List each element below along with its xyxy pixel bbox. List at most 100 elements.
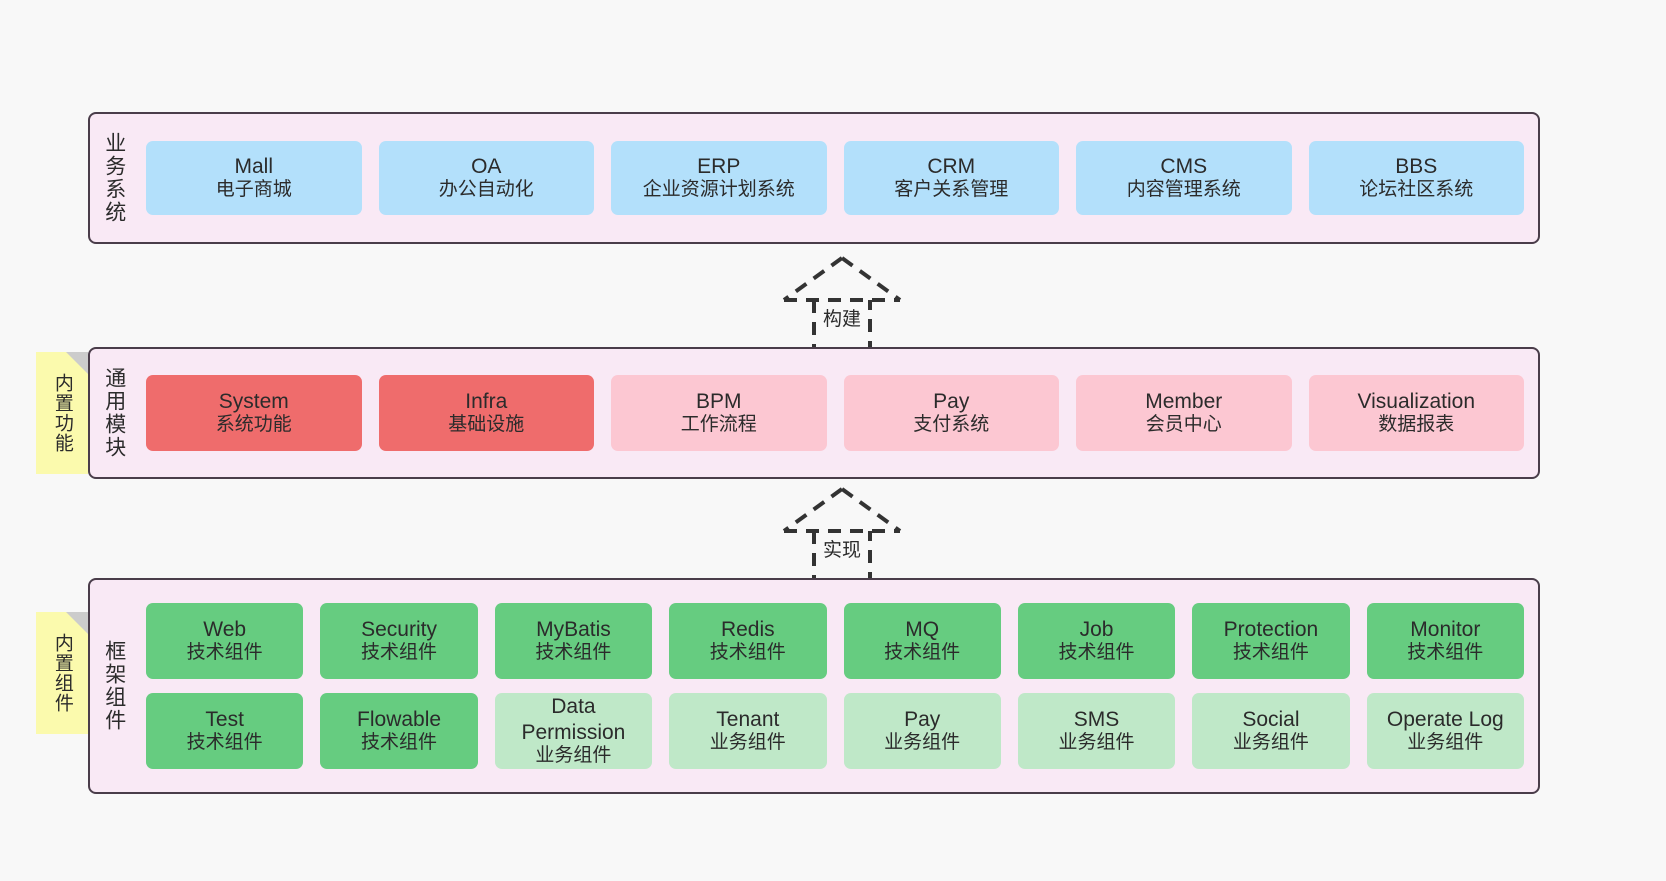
card-title: BBS xyxy=(1395,155,1438,178)
card-subtitle: 技术组件 xyxy=(186,642,263,664)
card-subtitle: 业务组件 xyxy=(709,732,786,754)
card-tenant[interactable]: Tenant 业务组件 xyxy=(669,693,827,769)
card-title: CMS xyxy=(1160,155,1208,178)
card-bbs[interactable]: BBS 论坛社区系统 xyxy=(1308,141,1524,215)
card-title: Web xyxy=(203,618,247,641)
card-monitor[interactable]: Monitor 技术组件 xyxy=(1366,603,1524,679)
card-erp[interactable]: ERP 企业资源计划系统 xyxy=(611,141,827,215)
card-title: Visualization xyxy=(1357,390,1476,413)
card-title: Member xyxy=(1145,390,1223,413)
section-business-systems: 业务系统 Mall 电子商城 OA 办公自动化 ERP 企业资源计划系统 CRM… xyxy=(88,112,1540,244)
card-grid-framework-components: Web 技术组件 Security 技术组件 MyBatis 技术组件 Redi… xyxy=(138,580,1538,792)
card-title: Protection xyxy=(1223,618,1319,641)
card-subtitle: 技术组件 xyxy=(361,732,438,754)
card-subtitle: 技术组件 xyxy=(1232,642,1309,664)
card-subtitle: 技术组件 xyxy=(1407,642,1484,664)
card-subtitle: 业务组件 xyxy=(1058,732,1135,754)
card-mybatis[interactable]: MyBatis 技术组件 xyxy=(494,603,653,679)
fold-corner-icon xyxy=(66,352,88,374)
card-title: Pay xyxy=(933,390,970,413)
card-infra[interactable]: Infra 基础设施 xyxy=(378,375,594,451)
card-subtitle: 基础设施 xyxy=(448,414,525,436)
card-bpm[interactable]: BPM 工作流程 xyxy=(611,375,827,451)
card-crm[interactable]: CRM 客户关系管理 xyxy=(843,141,1059,215)
card-title: Operate Log xyxy=(1386,708,1504,731)
card-title: Mall xyxy=(234,155,273,178)
card-title: SMS xyxy=(1073,708,1120,731)
card-row: Test 技术组件 Flowable 技术组件 Data Permission … xyxy=(146,693,1524,769)
card-security[interactable]: Security 技术组件 xyxy=(320,603,478,679)
card-pay-module[interactable]: Pay 支付系统 xyxy=(843,375,1059,451)
card-subtitle: 技术组件 xyxy=(361,642,438,664)
card-title: OA xyxy=(471,155,502,178)
card-subtitle: 技术组件 xyxy=(709,642,786,664)
card-subtitle: 论坛社区系统 xyxy=(1359,179,1474,201)
connector-implement: 实现 xyxy=(757,483,957,593)
card-title: System xyxy=(218,390,289,413)
card-title: Monitor xyxy=(1410,618,1481,641)
card-subtitle: 业务组件 xyxy=(884,732,961,754)
card-subtitle: 客户关系管理 xyxy=(894,179,1009,201)
card-web[interactable]: Web 技术组件 xyxy=(146,603,304,679)
card-flowable[interactable]: Flowable 技术组件 xyxy=(320,693,478,769)
card-mall[interactable]: Mall 电子商城 xyxy=(146,141,362,215)
sticky-note-label: 内置组件 xyxy=(51,633,73,713)
card-title: Test xyxy=(205,708,244,731)
sticky-note-builtin-features: 内置功能 xyxy=(36,352,88,474)
card-title: BPM xyxy=(695,390,742,413)
connector-build: 构建 xyxy=(742,252,942,362)
card-subtitle: 内容管理系统 xyxy=(1126,179,1241,201)
card-subtitle: 数据报表 xyxy=(1378,414,1455,436)
card-mq[interactable]: MQ 技术组件 xyxy=(843,603,1001,679)
card-subtitle: 会员中心 xyxy=(1145,414,1222,436)
card-subtitle: 系统功能 xyxy=(215,414,292,436)
card-title: ERP xyxy=(697,155,741,178)
card-subtitle: 办公自动化 xyxy=(438,179,534,201)
card-title: MyBatis xyxy=(536,618,611,641)
card-oa[interactable]: OA 办公自动化 xyxy=(378,141,594,215)
section-framework-components: 框架组件 Web 技术组件 Security 技术组件 MyBatis 技术组件… xyxy=(88,578,1540,794)
card-sms[interactable]: SMS 业务组件 xyxy=(1017,693,1176,769)
card-subtitle: 业务组件 xyxy=(1232,732,1309,754)
card-data-permission[interactable]: Data Permission 业务组件 xyxy=(494,693,653,769)
card-test[interactable]: Test 技术组件 xyxy=(146,693,304,769)
card-visualization[interactable]: Visualization 数据报表 xyxy=(1308,375,1524,451)
card-job[interactable]: Job 技术组件 xyxy=(1017,603,1176,679)
sticky-note-label: 内置功能 xyxy=(51,373,73,453)
card-protection[interactable]: Protection 技术组件 xyxy=(1192,603,1350,679)
card-grid-common-modules: System 系统功能 Infra 基础设施 BPM 工作流程 Pay 支付系统… xyxy=(138,349,1538,477)
card-row: Web 技术组件 Security 技术组件 MyBatis 技术组件 Redi… xyxy=(146,603,1524,679)
card-row: System 系统功能 Infra 基础设施 BPM 工作流程 Pay 支付系统… xyxy=(146,375,1524,451)
card-title: Security xyxy=(361,618,437,641)
card-grid-business-systems: Mall 电子商城 OA 办公自动化 ERP 企业资源计划系统 CRM 客户关系… xyxy=(138,114,1538,242)
section-label-framework-components: 框架组件 xyxy=(102,640,126,732)
card-subtitle: 技术组件 xyxy=(186,732,263,754)
card-subtitle: 业务组件 xyxy=(535,744,612,766)
card-title: Tenant xyxy=(716,708,780,731)
card-subtitle: 业务组件 xyxy=(1407,732,1484,754)
card-subtitle: 技术组件 xyxy=(1058,642,1135,664)
card-subtitle: 技术组件 xyxy=(535,642,612,664)
card-title: Social xyxy=(1242,708,1300,731)
card-system[interactable]: System 系统功能 xyxy=(146,375,362,451)
card-member[interactable]: Member 会员中心 xyxy=(1076,375,1292,451)
card-subtitle: 企业资源计划系统 xyxy=(642,179,795,201)
section-label-common-modules: 通用模块 xyxy=(102,367,126,459)
card-row: Mall 电子商城 OA 办公自动化 ERP 企业资源计划系统 CRM 客户关系… xyxy=(146,141,1524,215)
sticky-note-builtin-components: 内置组件 xyxy=(36,612,88,734)
card-cms[interactable]: CMS 内容管理系统 xyxy=(1076,141,1292,215)
card-redis[interactable]: Redis 技术组件 xyxy=(669,603,827,679)
card-social[interactable]: Social 业务组件 xyxy=(1192,693,1350,769)
card-pay-component[interactable]: Pay 业务组件 xyxy=(843,693,1001,769)
card-title: Pay xyxy=(904,708,941,731)
card-subtitle: 技术组件 xyxy=(884,642,961,664)
card-title: Infra xyxy=(465,390,508,413)
card-title: MQ xyxy=(905,618,940,641)
card-subtitle: 支付系统 xyxy=(913,414,990,436)
card-title: Redis xyxy=(720,618,775,641)
card-title: Data Permission xyxy=(521,695,626,744)
fold-corner-icon xyxy=(66,612,88,634)
card-operate-log[interactable]: Operate Log 业务组件 xyxy=(1366,693,1524,769)
card-subtitle: 工作流程 xyxy=(680,414,757,436)
